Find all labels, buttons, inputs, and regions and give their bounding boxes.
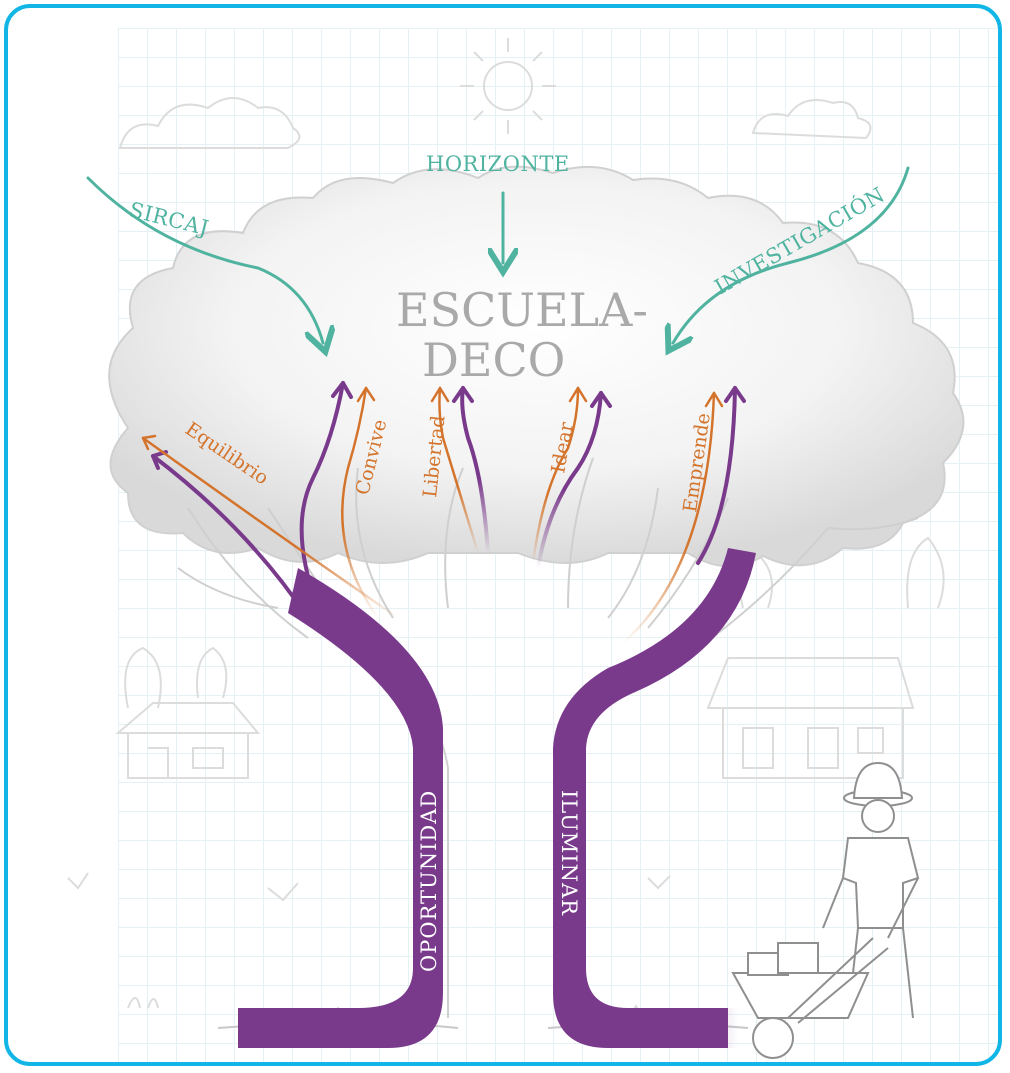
trunk [238,548,756,1048]
orange-branches [141,386,724,645]
sun-icon [483,61,533,111]
horizonte-label: HORIZONTE [426,152,570,176]
center-title-line2: DECO [422,333,565,387]
house-sketch-right [706,657,915,779]
sircaj-arrow [86,176,323,343]
trunk-label-iluminar: ILUMINAR [557,790,581,916]
wheelbarrow [731,972,870,1019]
farmer-illustration [731,761,920,1059]
house-sketch-left [115,702,261,779]
sircaj-label: SIRCAJ [127,198,212,241]
tree-diagram: SIRCAJ HORIZONTE INVESTIGACIÓN ESCUELA- … [67,38,965,1059]
purple-branches [151,381,746,620]
trunk-label-oportunidad: OPORTUNIDAD [417,790,441,972]
trunk-right [553,548,756,1048]
trunk-left [238,568,443,1048]
background-sketches [67,38,945,1029]
diagram-frame: SIRCAJ HORIZONTE INVESTIGACIÓN ESCUELA- … [4,4,1002,1066]
center-title-line1: ESCUELA- [396,283,648,337]
influence-arrows [86,166,910,343]
cloud-sketch-left [118,97,301,149]
tree-canopy-cloud [108,165,965,568]
cloud-sketch-right [751,99,872,140]
investigacion-arrow [673,166,910,343]
